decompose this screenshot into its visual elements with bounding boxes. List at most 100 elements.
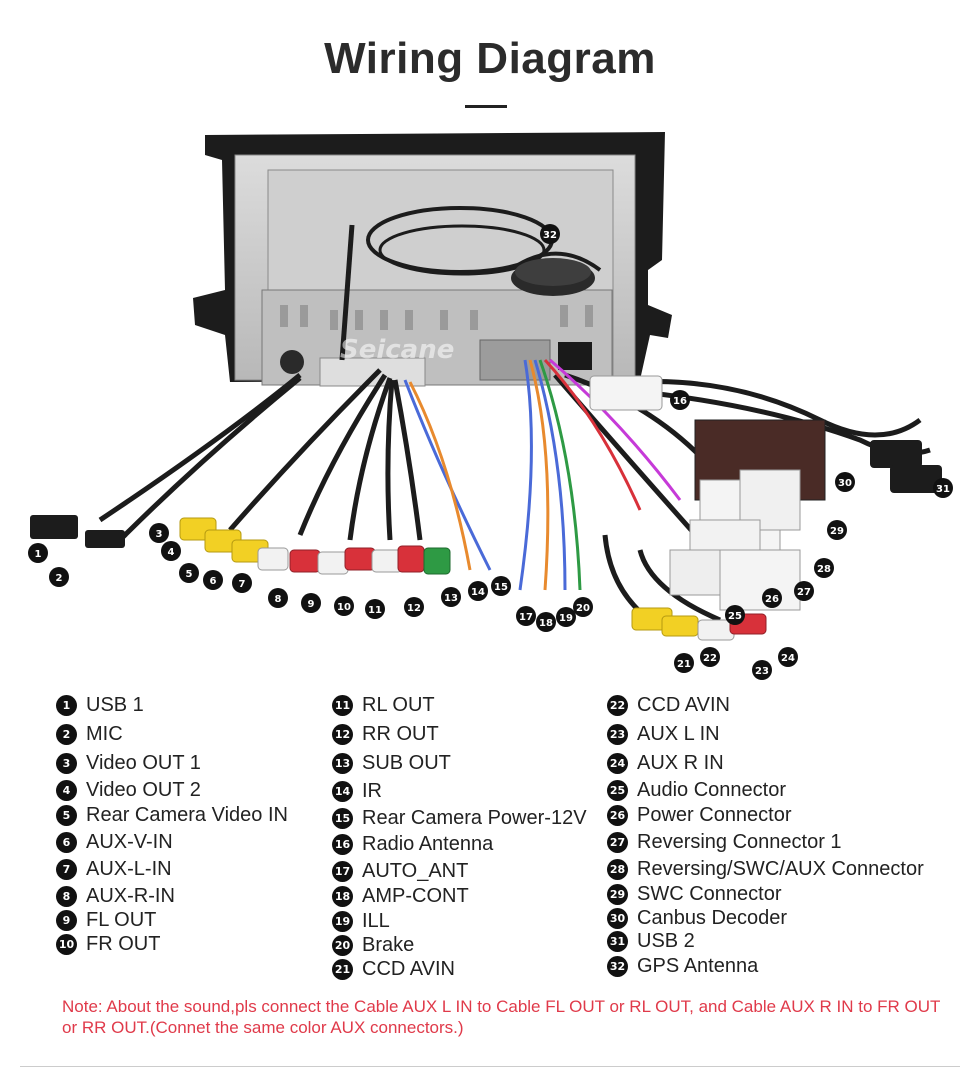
legend-number: 17	[332, 860, 353, 882]
callout-11: 11	[365, 599, 385, 619]
callout-4: 4	[161, 541, 181, 561]
callout-18: 18	[536, 612, 556, 632]
svg-text:10: 10	[337, 602, 351, 613]
callout-28: 28	[814, 558, 834, 578]
callout-3: 3	[149, 523, 169, 543]
legend-number: 31	[607, 930, 628, 952]
legend-number: 13	[332, 752, 353, 774]
legend-number: 11	[332, 694, 353, 716]
svg-text:22: 22	[703, 653, 717, 664]
callout-23: 23	[752, 660, 772, 680]
legend-label: AMP-CONT	[362, 884, 469, 907]
legend-label: AUX-V-IN	[86, 830, 173, 853]
legend-label: Power Connector	[637, 803, 792, 826]
svg-text:29: 29	[830, 526, 844, 537]
svg-text:31: 31	[936, 484, 950, 495]
legend-number: 27	[607, 831, 628, 853]
legend-item: 18 AMP-CONT	[332, 884, 469, 908]
svg-text:27: 27	[797, 587, 811, 598]
legend-number: 32	[607, 955, 628, 977]
callout-32: 32	[540, 224, 560, 244]
callout-13: 13	[441, 587, 461, 607]
legend-label: MIC	[86, 722, 123, 745]
svg-text:23: 23	[755, 666, 769, 677]
callout-19: 19	[556, 607, 576, 627]
callout-7: 7	[232, 573, 252, 593]
callout-2: 2	[49, 567, 69, 587]
svg-text:14: 14	[471, 587, 485, 598]
legend-number: 2	[56, 723, 77, 745]
head-unit	[193, 132, 672, 387]
legend-label: CCD AVIN	[362, 957, 455, 980]
legend-number: 22	[607, 694, 628, 716]
legend-label: CCD AVIN	[637, 693, 730, 716]
legend-number: 23	[607, 723, 628, 745]
legend-label: AUTO_ANT	[362, 859, 469, 882]
callout-12: 12	[404, 597, 424, 617]
legend-item: 6 AUX-V-IN	[56, 830, 173, 854]
legend-label: Reversing Connector 1	[637, 830, 842, 853]
svg-text:4: 4	[168, 547, 175, 558]
legend-label: Rear Camera Power-12V	[362, 806, 587, 829]
legend-number: 9	[56, 909, 77, 931]
svg-text:13: 13	[444, 593, 458, 604]
callout-15: 15	[491, 576, 511, 596]
legend-number: 8	[56, 885, 77, 907]
callout-10: 10	[334, 596, 354, 616]
callout-20: 20	[573, 597, 593, 617]
svg-text:18: 18	[539, 618, 553, 629]
callout-9: 9	[301, 593, 321, 613]
antenna-whip	[339, 224, 355, 361]
callout-26: 26	[762, 588, 782, 608]
legend-number: 12	[332, 723, 353, 745]
svg-text:24: 24	[781, 653, 795, 664]
svg-text:3: 3	[156, 529, 163, 540]
sound-note: Note: About the sound,pls connect the Ca…	[62, 997, 941, 1037]
legend-number: 1	[56, 694, 77, 716]
legend-item: 3 Video OUT 1	[56, 751, 201, 775]
legend-number: 18	[332, 885, 353, 907]
legend-number: 5	[56, 804, 77, 826]
legend-label: Video OUT 1	[86, 751, 201, 774]
svg-text:16: 16	[673, 396, 687, 407]
watermark-text: Seicane	[340, 335, 454, 365]
legend-item: 27 Reversing Connector 1	[607, 830, 842, 854]
mic-connector	[85, 530, 125, 548]
legend-number: 7	[56, 858, 77, 880]
legend-item: 22 CCD AVIN	[607, 693, 730, 717]
svg-text:12: 12	[407, 603, 421, 614]
callout-24: 24	[778, 647, 798, 667]
callout-5: 5	[179, 563, 199, 583]
legend-number: 10	[56, 933, 77, 955]
legend-number: 6	[56, 831, 77, 853]
legend-number: 29	[607, 883, 628, 905]
svg-text:19: 19	[559, 613, 573, 624]
svg-text:20: 20	[576, 603, 590, 614]
callout-16: 16	[670, 390, 690, 410]
legend-item: 17 AUTO_ANT	[332, 859, 468, 883]
legend-label: IR	[362, 779, 382, 802]
svg-text:30: 30	[838, 478, 852, 489]
svg-text:11: 11	[368, 605, 382, 616]
legend-number: 3	[56, 752, 77, 774]
svg-text:1: 1	[35, 549, 42, 560]
svg-text:7: 7	[239, 579, 246, 590]
legend-label: AUX L IN	[637, 722, 720, 745]
legend-number: 4	[56, 779, 77, 801]
legend-label: Audio Connector	[637, 778, 786, 801]
